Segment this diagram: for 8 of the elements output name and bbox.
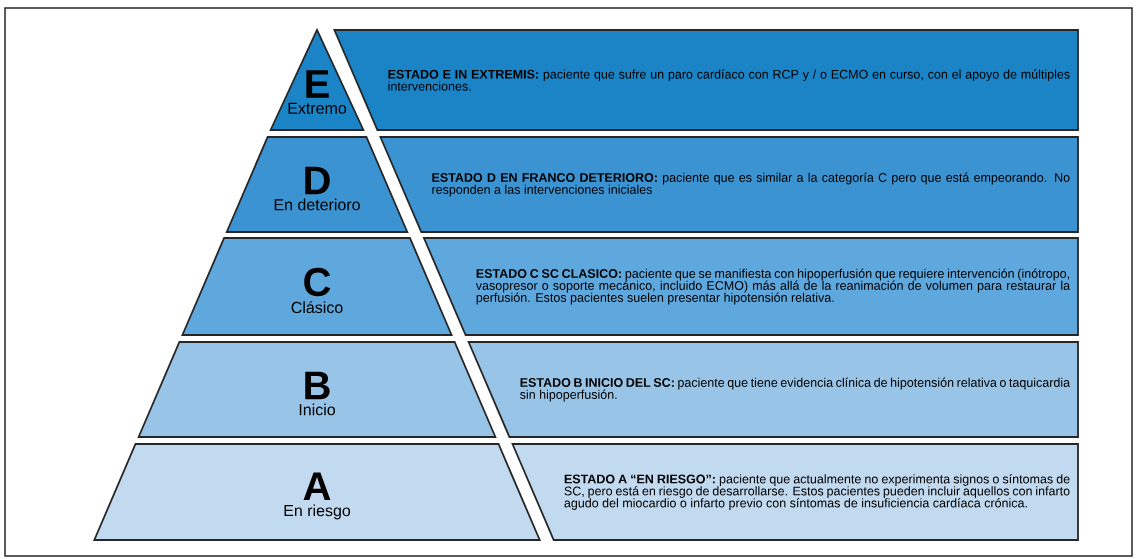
description-panel: ESTADO B INICIO DEL SC: paciente que tiene evidencia clínica de hipotensión relativa o taquicardia sin hipoperfusión.	[467, 341, 1079, 438]
description-panel: ESTADO A “EN RIESGO”: paciente que actualmente no experimenta signos o síntomas de SC, pero está en riesgo de desarrollarse. Estos pacientes pueden incluir aquellos con infarto agudo del miocardio o infarto previo con síntomas de insuficiencia cardíaca crónica.	[511, 443, 1079, 541]
pyramid-level: C Clásico	[181, 237, 453, 336]
node-label: En riesgo	[284, 504, 351, 520]
pyramid-level: B Inicio	[137, 341, 497, 438]
pyramid-level: D En deterioro	[225, 136, 409, 233]
node-label: ESTADO A “EN RIESGO”: paciente que actualmente no experimenta signos o síntomas de SC, pero está en riesgo de desarrollarse. Estos pacientes pueden incluir aquellos con infarto agudo del miocardio o infarto previo con síntomas de insuficiencia cardíaca crónica.	[564, 474, 1070, 510]
node-label: A	[303, 472, 331, 501]
